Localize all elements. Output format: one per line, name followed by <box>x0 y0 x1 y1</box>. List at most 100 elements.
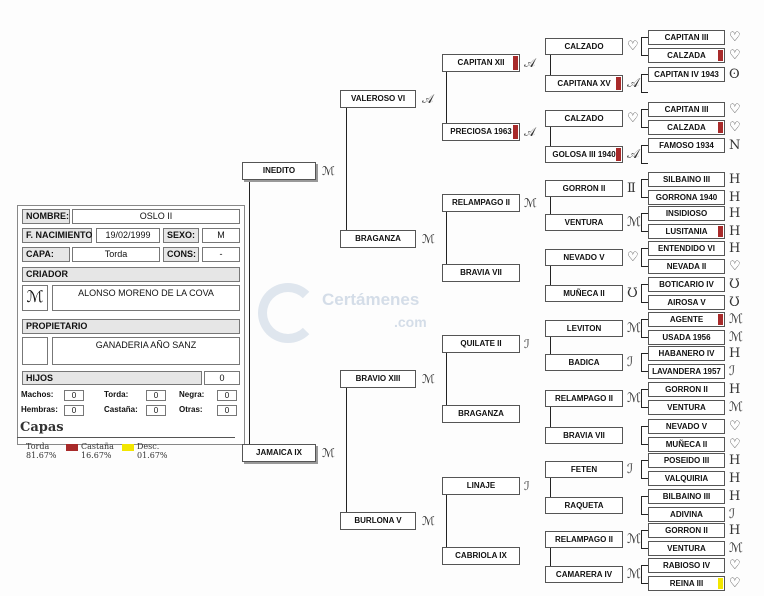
ancestor-box[interactable]: ENTENDIDO VI <box>648 240 725 256</box>
ancestor-name: CALZADO <box>564 41 604 51</box>
brand-mark-icon: H <box>729 453 741 468</box>
ancestor-name: LUSITANIA <box>665 226 708 236</box>
propietario-brand-icon <box>22 337 48 365</box>
ancestor-name: RABIOSO IV <box>662 560 711 570</box>
ancestor-box[interactable]: USADA 1956 <box>648 329 725 345</box>
ancestor-box[interactable]: QUILATE II <box>442 335 520 353</box>
capa-name: Desc. <box>137 442 160 451</box>
watermark-text-com: .com <box>394 314 427 330</box>
ancestor-box[interactable]: RELAMPAGO II <box>545 530 623 548</box>
ancestor-name: NEVADO V <box>563 252 605 262</box>
brand-mark-icon: H <box>729 489 741 504</box>
ancestor-box[interactable]: LAVANDERA 1957 <box>648 363 725 379</box>
connector-line <box>346 99 347 239</box>
criador-value: ALONSO MORENO DE LA COVA <box>52 285 240 311</box>
ancestor-box[interactable]: GORRON II <box>648 522 725 538</box>
ancestor-box[interactable]: MUÑECA II <box>648 436 725 452</box>
ancestor-box[interactable]: BILBAINO III <box>648 488 725 504</box>
ancestor-name: CABRIOLA IX <box>455 551 507 560</box>
ancestor-box[interactable]: BRAVIA VII <box>442 264 520 282</box>
ancestor-box[interactable]: CALZADA <box>648 47 725 63</box>
machos-count: 0 <box>64 390 84 401</box>
ancestor-box[interactable]: AGENTE <box>648 311 725 327</box>
ancestor-box[interactable]: FETEN <box>545 460 623 478</box>
ancestor-box[interactable]: CABRIOLA IX <box>442 547 520 565</box>
ancestor-box[interactable]: RAQUETA <box>545 496 623 514</box>
ancestor-box[interactable]: PRECIOSA 1963 <box>442 123 520 141</box>
connector-line <box>641 478 648 479</box>
ancestor-box[interactable]: GORRON II <box>648 381 725 397</box>
criador-label: CRIADOR <box>22 267 240 282</box>
connector-line <box>641 127 648 128</box>
ancestor-box[interactable]: RELAMPAGO II <box>442 194 520 212</box>
ancestor-box[interactable]: LINAJE <box>442 477 520 495</box>
ancestor-box[interactable]: CAPITAN III <box>648 101 725 117</box>
ancestor-box[interactable]: NEVADO V <box>648 418 725 434</box>
ancestor-box[interactable]: VENTURA <box>545 213 623 231</box>
coat-color-marker <box>616 147 621 161</box>
ancestor-box[interactable]: REINA III <box>648 575 725 591</box>
ancestor-box[interactable]: GORRON II <box>545 179 623 197</box>
ancestor-box[interactable]: ADIVINA <box>648 506 725 522</box>
connector-line <box>641 530 642 548</box>
ancestor-box[interactable]: POSEIDO III <box>648 452 725 468</box>
ancestor-box[interactable]: BRAGANZA <box>442 405 520 423</box>
ancestor-box[interactable]: CAPITANA XV <box>545 74 623 92</box>
ancestor-box[interactable]: INEDITO <box>242 162 316 180</box>
ancestor-box[interactable]: RELAMPAGO II <box>545 389 623 407</box>
brand-mark-icon: N <box>729 138 741 153</box>
ancestor-name: CAPITAN IV 1943 <box>654 69 719 79</box>
ancestor-box[interactable]: HABANERO IV <box>648 345 725 361</box>
ancestor-box[interactable]: RABIOSO IV <box>648 557 725 573</box>
ancestor-box[interactable]: CALZADO <box>545 109 623 127</box>
ancestor-box[interactable]: BURLONA V <box>340 512 416 530</box>
ancestor-box[interactable]: BOTICARIO IV <box>648 276 725 292</box>
ancestor-box[interactable]: CALZADA <box>648 119 725 135</box>
ancestor-box[interactable]: FAMOSO 1934 <box>648 137 725 153</box>
ancestor-box[interactable]: VALQUIRIA <box>648 470 725 486</box>
watermark-text: Certámenes <box>322 290 420 309</box>
connector-line <box>641 266 648 267</box>
brand-mark-icon: ℳ <box>524 196 537 210</box>
ancestor-box[interactable]: NEVADO V <box>545 248 623 266</box>
ancestor-box[interactable]: BRAVIO XIII <box>340 370 416 388</box>
ancestor-name: HABANERO IV <box>658 348 715 358</box>
watermark-logo <box>258 283 318 343</box>
ancestor-box[interactable]: MUÑECA II <box>545 284 623 302</box>
ancestor-name: FAMOSO 1934 <box>659 140 714 150</box>
ancestor-box[interactable]: GORRONA 1940 <box>648 189 725 205</box>
ancestor-name: CALZADA <box>667 50 706 60</box>
ancestor-box[interactable]: BRAVIA VII <box>545 426 623 444</box>
ancestor-name: AIROSA V <box>667 297 706 307</box>
capa-name: Castaña <box>81 442 114 451</box>
ancestor-box[interactable]: JAMAICA IX <box>242 444 316 462</box>
ancestor-box[interactable]: VENTURA <box>648 399 725 415</box>
ancestor-box[interactable]: INSIDIOSO <box>648 205 725 221</box>
ancestor-box[interactable]: LEVITON <box>545 319 623 337</box>
brand-mark-icon: Ⅱ <box>627 181 636 196</box>
ancestor-box[interactable]: CALZADO <box>545 37 623 55</box>
brand-mark-icon: Ʊ <box>729 277 740 292</box>
brand-mark-icon: ℳ <box>729 400 743 415</box>
ancestor-box[interactable]: BRAGANZA <box>340 230 416 248</box>
ancestor-box[interactable]: SILBAINO III <box>648 171 725 187</box>
ancestor-box[interactable]: CAPITAN IV 1943 <box>648 66 725 82</box>
ancestor-box[interactable]: CAPITAN XII <box>442 54 520 72</box>
ancestor-box[interactable]: VALEROSO VI <box>340 90 416 108</box>
brand-mark-icon: H <box>729 382 741 397</box>
ancestor-box[interactable]: VENTURA <box>648 540 725 556</box>
brand-mark-icon: ℐ <box>729 507 736 522</box>
ancestor-box[interactable]: GOLOSA III 1940 <box>545 145 623 163</box>
ancestor-box[interactable]: CAPITAN III <box>648 29 725 45</box>
ancestor-box[interactable]: BADICA <box>545 353 623 371</box>
coat-color-marker <box>718 313 723 325</box>
ancestor-name: BRAVIO XIII <box>355 374 401 383</box>
capa-label: CAPA: <box>22 247 70 262</box>
connector-line <box>346 379 347 521</box>
brand-mark-icon: ♡ <box>729 120 741 135</box>
ancestor-box[interactable]: AIROSA V <box>648 294 725 310</box>
ancestor-name: INSIDIOSO <box>665 208 708 218</box>
ancestor-box[interactable]: LUSITANIA <box>648 223 725 239</box>
ancestor-box[interactable]: NEVADA II <box>648 258 725 274</box>
ancestor-box[interactable]: CAMARERA IV <box>545 565 623 583</box>
